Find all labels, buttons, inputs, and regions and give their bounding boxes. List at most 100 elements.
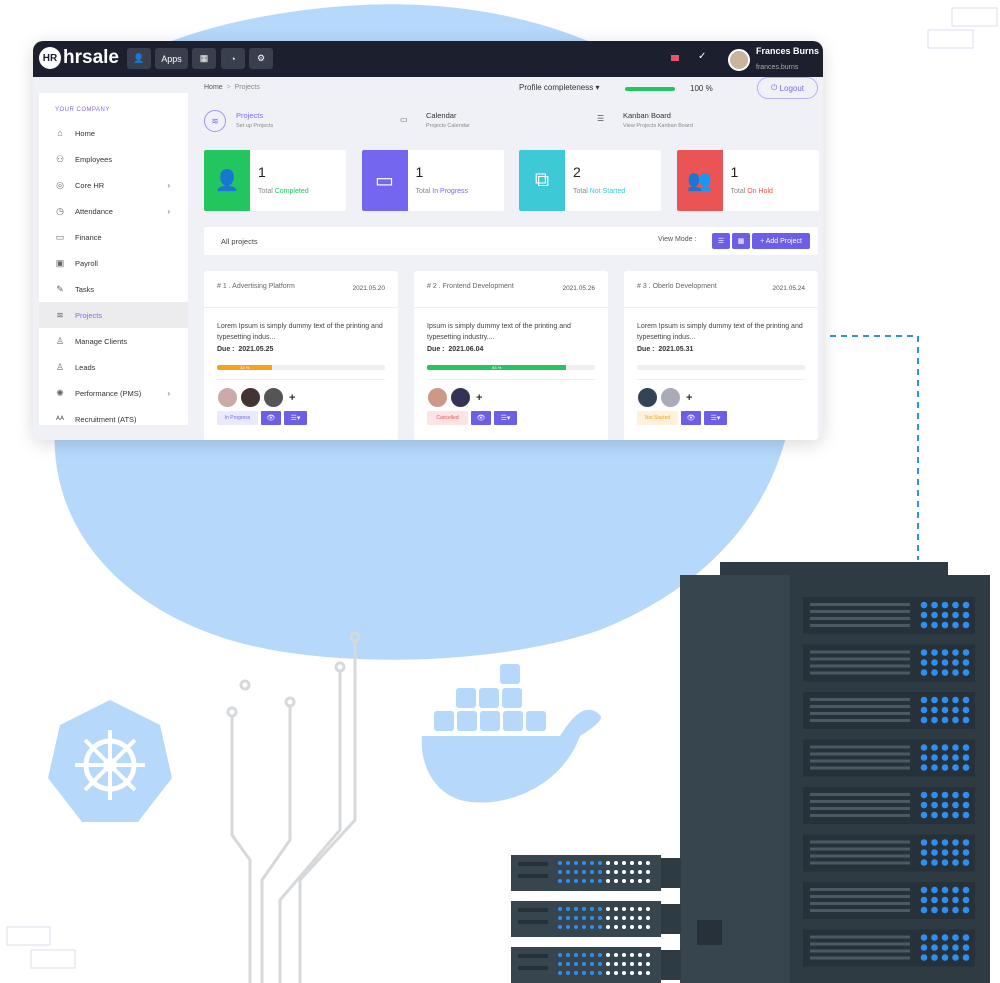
calendar-icon[interactable]: ▦ bbox=[192, 48, 216, 69]
project-date: 2021.05.26 bbox=[562, 285, 595, 292]
avatar[interactable] bbox=[217, 387, 238, 408]
due-label: Due : bbox=[217, 346, 235, 353]
sidebar-item-finance[interactable]: ▭Finance bbox=[39, 224, 188, 250]
user-check-icon[interactable]: 👤 bbox=[127, 48, 151, 69]
apps-button[interactable]: Apps bbox=[155, 48, 188, 69]
circuit-lines bbox=[226, 631, 361, 983]
list-view-button[interactable]: ☰ bbox=[712, 233, 730, 249]
sidebar-item-label: Tasks bbox=[75, 284, 95, 294]
progress-fill: 83 % bbox=[427, 365, 567, 370]
sidebar-item-employees[interactable]: ⚇Employees bbox=[39, 146, 188, 172]
avatar[interactable] bbox=[263, 387, 284, 408]
project-due: Due : 2021.05.25 bbox=[217, 346, 273, 353]
view-eye-button[interactable]: 👁 bbox=[681, 411, 701, 425]
sidebar-item-label: Home bbox=[75, 128, 96, 138]
grid-view-button[interactable]: ▦ bbox=[732, 233, 750, 249]
chevron-right-icon: › bbox=[167, 388, 170, 398]
project-progress-bar bbox=[637, 365, 805, 370]
add-project-button[interactable]: + Add Project bbox=[752, 233, 810, 249]
dashed-connector bbox=[830, 335, 919, 560]
avatar[interactable] bbox=[450, 387, 471, 408]
menu-dropdown-button[interactable]: ☰▾ bbox=[494, 411, 517, 425]
team-avatars: + bbox=[217, 387, 295, 408]
list-icon: ☰ bbox=[597, 114, 605, 123]
avatar[interactable] bbox=[660, 387, 681, 408]
server-tower bbox=[680, 562, 990, 983]
view-eye-button[interactable]: 👁 bbox=[261, 411, 281, 425]
logout-label: Logout bbox=[779, 83, 805, 93]
sidebar-item-manage-clients[interactable]: ♙Manage Clients bbox=[39, 328, 188, 354]
sidebar-item-core-hr[interactable]: ◎Core HR› bbox=[39, 172, 188, 198]
project-description: Lorem Ipsum is simply dummy text of the … bbox=[217, 323, 383, 341]
check-circle-icon[interactable]: ✓ bbox=[698, 51, 707, 62]
add-member-icon[interactable]: + bbox=[476, 391, 483, 404]
menu-dropdown-button[interactable]: ☰▾ bbox=[704, 411, 727, 425]
sidebar-item-performance-pms[interactable]: ✺Performance (PMS)› bbox=[39, 380, 188, 406]
stat-prefix: Total bbox=[415, 188, 431, 195]
project-card[interactable]: # 2 . Frontend Development 2021.05.26 Ip… bbox=[414, 271, 608, 440]
projects-title: All projects bbox=[221, 237, 258, 246]
stat-count: 2 bbox=[573, 164, 581, 180]
add-member-icon[interactable]: + bbox=[686, 391, 693, 404]
avatar[interactable] bbox=[637, 387, 658, 408]
stat-status: Not Started bbox=[589, 188, 626, 195]
status-badge: Cancelled bbox=[427, 411, 468, 425]
server-slot bbox=[803, 597, 975, 634]
power-icon: ⏻ bbox=[770, 83, 780, 92]
view-eye-button[interactable]: 👁 bbox=[471, 411, 491, 425]
avatar bbox=[728, 49, 750, 71]
small-server-racks bbox=[511, 855, 681, 983]
sidebar-item-home[interactable]: ⌂Home bbox=[39, 120, 188, 146]
stat-label: Total Completed bbox=[258, 188, 309, 195]
stat-status: In Progress bbox=[432, 188, 469, 195]
server-slot bbox=[803, 882, 975, 919]
project-title[interactable]: # 2 . Frontend Development bbox=[427, 283, 514, 290]
breadcrumb-home[interactable]: Home bbox=[204, 84, 223, 91]
sidebar-item-tasks[interactable]: ✎ Tasks bbox=[39, 276, 188, 302]
clock-icon: ◷ bbox=[56, 205, 64, 216]
pie-chart-icon[interactable]: ◔ bbox=[221, 48, 245, 69]
project-card[interactable]: # 3 . Oberlo Development 2021.05.24 Lore… bbox=[624, 271, 818, 440]
sidebar-item-leads[interactable]: ♙Leads bbox=[39, 354, 188, 380]
server-slot bbox=[803, 787, 975, 824]
flag-icon[interactable] bbox=[671, 55, 679, 61]
edit-icon: ✎ bbox=[56, 283, 64, 294]
sidebar-item-attendance[interactable]: ◷Attendance› bbox=[39, 198, 188, 224]
sidebar-item-label: Leads bbox=[75, 362, 96, 372]
logout-button[interactable]: ⏻ Logout bbox=[757, 77, 818, 99]
avatar[interactable] bbox=[240, 387, 261, 408]
divider bbox=[414, 307, 608, 308]
sidebar-item-payroll[interactable]: ▣Payroll bbox=[39, 250, 188, 276]
users-icon: 👥 bbox=[676, 150, 723, 211]
project-card[interactable]: # 1 . Advertising Platform 2021.05.20 Lo… bbox=[204, 271, 398, 440]
project-due: Due : 2021.06.04 bbox=[427, 346, 483, 353]
project-title[interactable]: # 1 . Advertising Platform bbox=[217, 283, 295, 290]
sidebar-item-label: Core HR bbox=[75, 180, 105, 190]
profile-completeness-dropdown[interactable]: Profile completeness ▾ bbox=[519, 83, 600, 92]
user-tie-icon: 👤 bbox=[204, 150, 250, 211]
divider bbox=[637, 379, 805, 380]
sidebar-item-label: Manage Clients bbox=[75, 336, 128, 346]
project-title[interactable]: # 3 . Oberlo Development bbox=[637, 283, 717, 290]
team-avatars: + bbox=[427, 387, 482, 408]
due-date: 2021.05.25 bbox=[238, 346, 274, 353]
gear-icon[interactable]: ⚙ bbox=[249, 48, 273, 69]
avatar[interactable] bbox=[427, 387, 448, 408]
menu-dropdown-button[interactable]: ☰▾ bbox=[284, 411, 307, 425]
sidebar-item-label: Attendance bbox=[75, 206, 113, 216]
core-hr-icon: ◎ bbox=[56, 179, 64, 190]
due-label: Due : bbox=[427, 346, 445, 353]
add-member-icon[interactable]: + bbox=[289, 391, 296, 404]
sidebar-item-projects[interactable]: ≋Projects bbox=[39, 302, 188, 328]
